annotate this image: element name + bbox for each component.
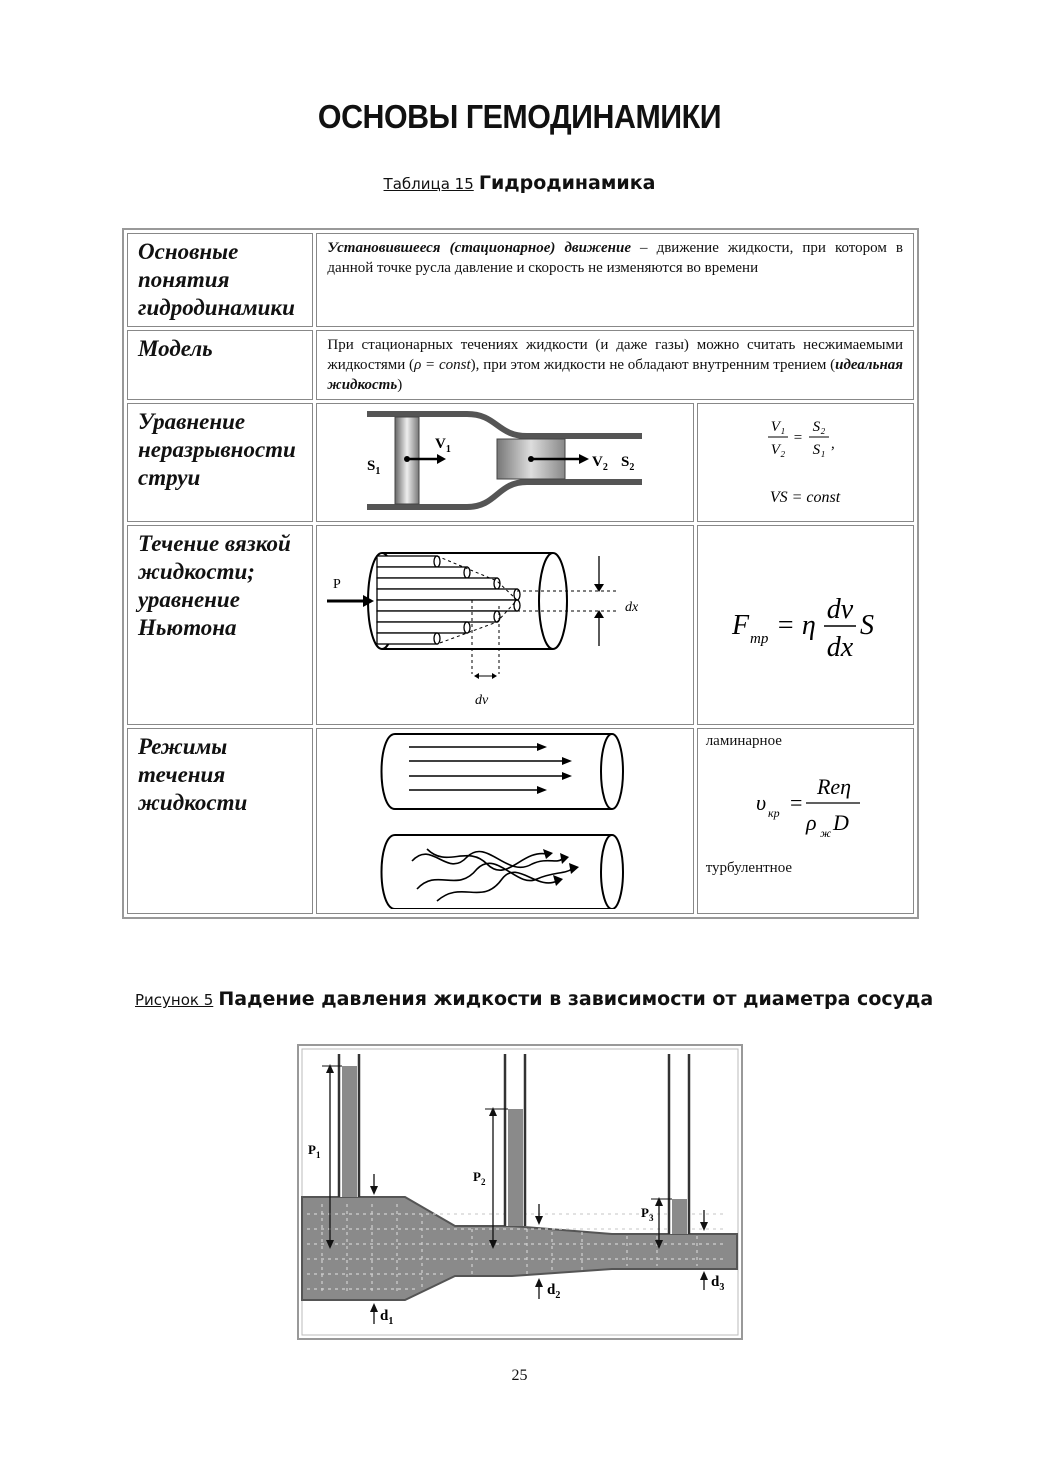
laminar-label: ламинарное	[705, 733, 782, 749]
viscous-figure-cell: P dx dv	[316, 525, 694, 725]
d2-label: d	[547, 1282, 556, 1298]
p-label: P	[333, 577, 341, 592]
pressure-drop-figure: P1 P2 P3 d1 d2 d3	[297, 1044, 743, 1340]
v1-sub: 1	[446, 444, 451, 455]
svg-text:S2: S2	[621, 454, 634, 473]
formula-f: F	[731, 610, 750, 641]
continuity-formula: V₁ V₂ = S₂ S₁ , VS = const	[767, 419, 841, 506]
newton-formula: F тр = η dv dx S	[731, 594, 874, 663]
formula-s: S	[860, 610, 874, 641]
text-part: )	[397, 377, 403, 393]
svg-text:d2: d2	[547, 1282, 560, 1301]
critical-velocity-formula: υ кр = Reη ρ ж D	[756, 774, 860, 840]
p3-sub: 3	[649, 1213, 654, 1223]
viscous-flow-diagram: P dx dv	[327, 552, 639, 708]
formula-v2: V₂	[770, 442, 784, 458]
table-caption-number: Таблица 15	[383, 175, 474, 193]
formula-s2: S₂	[812, 419, 825, 435]
d1-label: d	[380, 1308, 389, 1324]
row-label: Модель	[127, 330, 314, 400]
svg-text:d1: d1	[380, 1308, 393, 1327]
svg-text:P3: P3	[641, 1205, 654, 1223]
svg-text:d3: d3	[711, 1274, 724, 1293]
table-row: Уравнение неразрывности струи	[127, 403, 914, 522]
svg-text:V1: V1	[435, 436, 451, 455]
row-label: Основные понятия гидродинамики	[127, 233, 314, 327]
row-term: идеальная жидкость	[327, 357, 903, 393]
s2-sub: 2	[630, 462, 635, 473]
page-title: ОСНОВЫ ГЕМОДИНАМИКИ	[317, 98, 722, 135]
v2-sub: 2	[603, 462, 608, 473]
page-number: 25	[511, 1367, 528, 1384]
formula-v1: V₁	[770, 419, 784, 435]
formula-dx: dx	[826, 632, 853, 663]
figure-caption: Рисунок 5 Падение давления жидкости в за…	[135, 988, 933, 1010]
turbulent-label: турбулентное	[705, 860, 793, 876]
formula-d: D	[832, 810, 849, 835]
p3-label: P	[641, 1205, 649, 1220]
svg-text:V2: V2	[592, 454, 608, 473]
formula-re-eta: Reη	[816, 774, 851, 799]
figure-caption-number: Рисунок 5	[135, 991, 214, 1009]
hydrodynamics-table: Основные понятия гидродинамики Установив…	[122, 228, 919, 919]
rho-const: ρ = const	[414, 357, 471, 373]
svg-text:=: =	[793, 430, 801, 446]
p1-sub: 1	[316, 1150, 321, 1160]
row-label: Уравнение неразрывности струи	[127, 403, 314, 522]
text-part: ), при этом жидкости не обладают внутрен…	[470, 357, 836, 373]
table-row: Течение вязкой жидкости; уравнение Ньюто…	[127, 525, 914, 725]
dv-label: dv	[475, 693, 489, 708]
table-caption-title: Гидродинамика	[478, 172, 656, 194]
table-caption: Таблица 15 Гидродинамика	[0, 172, 1039, 194]
row-text: Установившееся (стационарное) движение –…	[316, 233, 914, 327]
continuity-pipe-diagram: S1 V1 V2 S2	[367, 411, 643, 510]
table-row: Режимы течения жидкости	[127, 728, 914, 914]
table-row: Основные понятия гидродинамики Установив…	[127, 233, 914, 327]
figure-caption-title: Падение давления жидкости в зависимости …	[218, 988, 934, 1010]
svg-text:,: ,	[831, 436, 835, 452]
flow-regimes-figure-cell	[316, 728, 694, 914]
continuity-formula-cell: V₁ V₂ = S₂ S₁ , VS = const	[696, 403, 914, 522]
p2-label: P	[473, 1169, 481, 1184]
table-row: Модель При стационарных течениях жидкост…	[127, 330, 914, 400]
s1-label: S	[367, 458, 375, 474]
dx-label: dx	[625, 600, 639, 615]
row-term: Установившееся (стационарное) движение	[327, 240, 631, 256]
flow-regimes-formula-cell: ламинарное υ кр = Reη ρ ж D турбулентное	[696, 728, 914, 914]
row-label: Режимы течения жидкости	[127, 728, 314, 914]
formula-s1: S₁	[812, 442, 825, 458]
formula-upsilon-sub: кр	[768, 806, 780, 820]
p2-sub: 2	[481, 1177, 486, 1187]
d2-sub: 2	[555, 1290, 560, 1301]
formula-f-sub: тр	[750, 631, 769, 647]
row-definition: – движение жидкости, при котором в данно…	[327, 240, 903, 276]
s1-sub: 1	[376, 466, 381, 477]
formula-vs-const: VS = const	[770, 489, 841, 506]
formula-dv: dv	[826, 594, 853, 625]
svg-text:S1: S1	[367, 458, 380, 477]
v2-label: V	[592, 454, 603, 470]
formula-eq: =	[790, 790, 802, 815]
v1-label: V	[435, 436, 446, 452]
p1-label: P	[308, 1142, 316, 1157]
d3-sub: 3	[719, 1282, 724, 1293]
formula-upsilon: υ	[756, 790, 766, 815]
d1-sub: 1	[388, 1316, 393, 1327]
d3-label: d	[711, 1274, 720, 1290]
s2-label: S	[621, 454, 629, 470]
svg-text:P2: P2	[473, 1169, 486, 1187]
formula-rho: ρ	[805, 810, 817, 835]
svg-text:P1: P1	[308, 1142, 321, 1160]
continuity-figure-cell: S1 V1 V2 S2	[316, 403, 694, 522]
row-label: Течение вязкой жидкости; уравнение Ньюто…	[127, 525, 314, 725]
text-part: При стационарных течениях жидкости (и да…	[327, 337, 903, 373]
newton-formula-cell: F тр = η dv dx S	[696, 525, 914, 725]
formula-eq-eta: = η	[776, 610, 816, 641]
formula-rho-sub: ж	[820, 826, 831, 840]
flow-regimes-diagram	[381, 733, 625, 910]
row-text: При стационарных течениях жидкости (и да…	[316, 330, 914, 400]
